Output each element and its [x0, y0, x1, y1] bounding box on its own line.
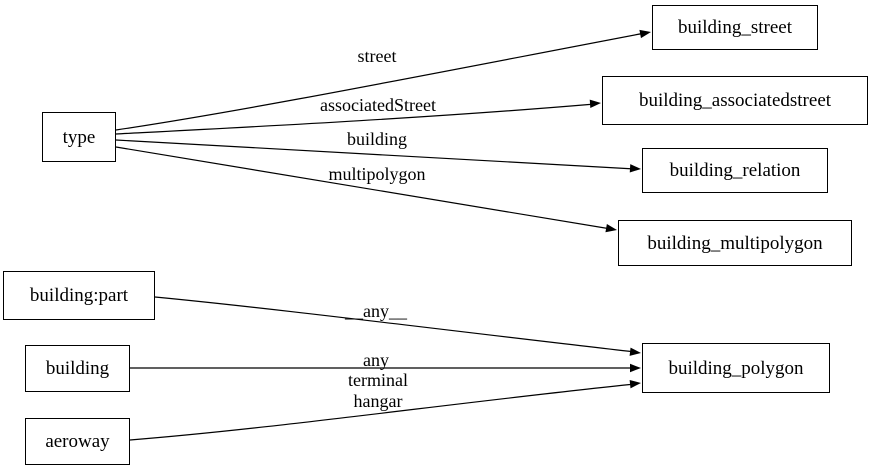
edge-type-street-line — [115, 32, 646, 131]
edge-label-text: __any__ — [345, 350, 407, 370]
node-label: building:part — [29, 285, 129, 306]
node-label: aeroway — [45, 431, 110, 452]
edge-type-multipolygon-arrowhead — [605, 223, 617, 233]
node-label: building — [45, 358, 110, 379]
node-label: type — [62, 126, 96, 148]
node-building[interactable]: building — [25, 345, 130, 392]
edge-buildingpart-any-line — [154, 296, 636, 353]
edge-building-any-arrowhead — [630, 363, 641, 373]
node-building-part[interactable]: building:part — [3, 271, 155, 320]
node-building-street[interactable]: building_street — [652, 5, 818, 50]
node-label: building_associatedstreet — [638, 90, 832, 111]
node-label: building_relation — [669, 160, 801, 181]
edge-label-multipolygon: multipolygon — [328, 165, 425, 183]
edge-type-associatedStreet-arrowhead — [589, 99, 601, 108]
edge-label-terminal-hangar: terminal hangar — [348, 370, 408, 412]
edge-label-any-building: __any__ — [345, 351, 407, 369]
node-building-associatedstreet[interactable]: building_associatedstreet — [602, 76, 868, 125]
edge-label-text-line1: terminal — [348, 370, 408, 390]
edge-type-associatedStreet-line — [115, 103, 596, 135]
node-building-multipolygon[interactable]: building_multipolygon — [618, 220, 852, 266]
node-aeroway[interactable]: aeroway — [25, 418, 130, 465]
edge-type-street-arrowhead — [639, 29, 651, 39]
edge-label-associatedstreet: associatedStreet — [320, 96, 436, 114]
edge-label-street: street — [358, 47, 397, 65]
edge-type-multipolygon-line — [115, 146, 612, 230]
node-label: building_polygon — [668, 357, 804, 379]
edge-buildingpart-any-arrowhead — [629, 347, 641, 356]
edge-label-text: multipolygon — [328, 164, 426, 184]
edge-label-text: __any__ — [345, 301, 407, 321]
edge-label-text: associatedStreet — [320, 95, 436, 115]
node-type[interactable]: type — [42, 112, 116, 162]
edges-group — [115, 29, 651, 441]
edge-type-building-arrowhead — [629, 164, 641, 173]
edge-label-any-buildingpart: __any__ — [345, 302, 407, 320]
edge-aeroway-terminal-hangar-arrowhead — [629, 379, 641, 389]
edge-label-text: street — [357, 46, 397, 66]
edge-label-building: building — [347, 130, 407, 148]
edge-label-text-line2: hangar — [353, 391, 403, 411]
node-label: building_multipolygon — [647, 232, 823, 254]
edge-label-text: building — [346, 129, 408, 149]
node-label: building_street — [678, 17, 792, 38]
edge-aeroway-terminal-hangar-line — [129, 383, 636, 441]
node-building-polygon[interactable]: building_polygon — [642, 343, 830, 393]
node-building-relation[interactable]: building_relation — [642, 148, 828, 193]
